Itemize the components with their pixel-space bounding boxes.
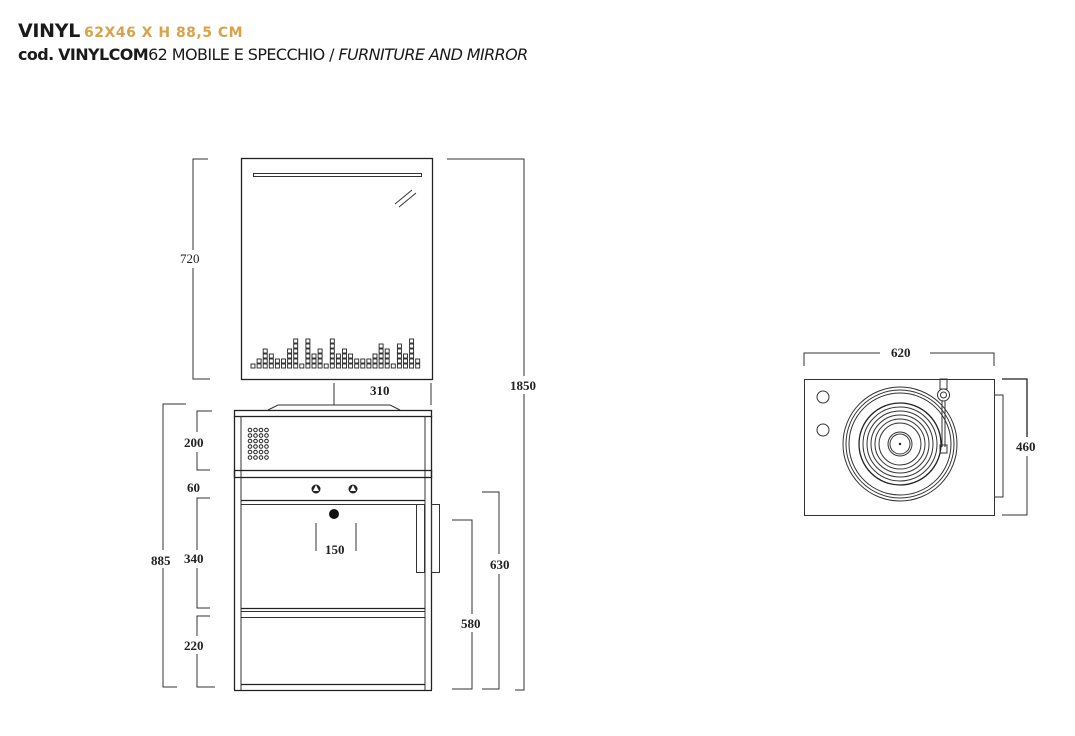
equalizer-pattern bbox=[250, 338, 421, 369]
dim-cabinet-sections: 200 60 340 220 bbox=[184, 410, 215, 688]
speaker-grille-icon bbox=[247, 427, 269, 460]
dim-label-150: 150 bbox=[325, 542, 345, 557]
product-code: VINYLCOM bbox=[58, 45, 149, 64]
top-view bbox=[804, 378, 1004, 516]
tone-knob-icon bbox=[348, 484, 358, 494]
dim-side-580: 580 bbox=[452, 519, 481, 690]
knob-icon bbox=[816, 423, 830, 437]
mirror bbox=[240, 157, 434, 381]
dim-label-1850: 1850 bbox=[510, 378, 536, 393]
dim-label-340: 340 bbox=[184, 551, 204, 566]
dim-label-200: 200 bbox=[184, 435, 204, 450]
volume-knob-icon bbox=[311, 484, 321, 494]
code-prefix: cod. bbox=[18, 45, 54, 64]
dim-label-885: 885 bbox=[151, 553, 171, 568]
dim-top-width: 620 bbox=[803, 345, 995, 366]
product-dimensions: 62X46 X H 88,5 CM bbox=[84, 25, 244, 41]
dim-label-220: 220 bbox=[184, 638, 204, 653]
description-en: FURNITURE AND MIRROR bbox=[338, 45, 528, 64]
dim-label-580: 580 bbox=[461, 616, 481, 631]
description-it: MOBILE E SPECCHIO bbox=[171, 45, 325, 64]
dim-basin-offset: 310 bbox=[333, 383, 432, 405]
tonearm-icon bbox=[937, 378, 950, 454]
product-name: VINYL bbox=[18, 20, 81, 42]
knob-icon bbox=[816, 390, 830, 404]
product-code-suffix: 62 bbox=[148, 45, 168, 64]
tap-hole-icon bbox=[329, 509, 339, 519]
dim-tap-spacing: 150 bbox=[315, 523, 357, 557]
dim-label-630: 630 bbox=[490, 557, 510, 572]
side-towel-bar bbox=[431, 504, 440, 573]
product-code-line: cod. VINYLCOM62 MOBILE E SPECCHIO / FURN… bbox=[18, 44, 528, 66]
glass-reflection-icon bbox=[394, 189, 417, 208]
dim-label-720: 720 bbox=[180, 251, 200, 266]
dim-side-630: 630 bbox=[482, 491, 510, 690]
dim-label-310: 310 bbox=[370, 383, 390, 398]
description-separator: / bbox=[329, 45, 334, 64]
turntable-record-icon bbox=[842, 386, 958, 502]
dim-label-620: 620 bbox=[891, 345, 911, 360]
dim-label-60: 60 bbox=[187, 480, 200, 495]
dim-cabinet-total: 885 bbox=[151, 403, 186, 688]
dim-overall-height: 1850 bbox=[447, 158, 536, 691]
side-handle bbox=[416, 504, 425, 573]
dim-top-depth: 460 bbox=[1002, 378, 1036, 516]
cabinet bbox=[233, 404, 440, 692]
dim-label-460: 460 bbox=[1016, 439, 1036, 454]
dim-mirror-height: 720 bbox=[180, 158, 210, 380]
